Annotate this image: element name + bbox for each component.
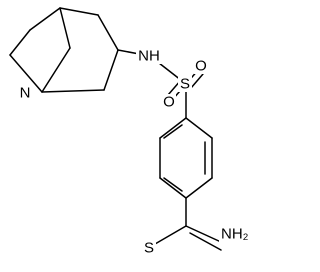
bond xyxy=(163,177,183,192)
bond xyxy=(163,124,183,139)
thioamide-bonds xyxy=(154,197,222,251)
benzene-ring xyxy=(159,117,213,199)
oxygen-bottom-label: O xyxy=(163,94,175,111)
amide-nh2-label: NH₂ xyxy=(221,226,249,243)
oxygen-top-label: O xyxy=(195,58,207,75)
bond xyxy=(59,7,71,49)
bond xyxy=(189,232,222,251)
quinuclidine-cage xyxy=(9,7,119,93)
bond xyxy=(103,49,119,91)
bond xyxy=(59,7,99,16)
bond xyxy=(185,225,222,243)
bond xyxy=(9,29,31,56)
bond xyxy=(159,177,187,199)
bond xyxy=(185,117,213,139)
structure-diagram: N NH S O O S NH₂ xyxy=(9,7,249,257)
bond xyxy=(159,117,187,139)
bond xyxy=(185,177,213,199)
bond xyxy=(154,225,187,245)
bond xyxy=(29,7,61,31)
bond xyxy=(190,73,204,89)
sulfur-label: S xyxy=(180,76,190,93)
bond xyxy=(97,14,119,51)
thioamide-sulfur-label: S xyxy=(144,240,154,257)
bond xyxy=(41,89,105,93)
nitrogen-label: N xyxy=(20,85,31,102)
bond xyxy=(41,47,71,93)
bond xyxy=(9,54,43,93)
amine-nh-label: NH xyxy=(138,48,160,65)
